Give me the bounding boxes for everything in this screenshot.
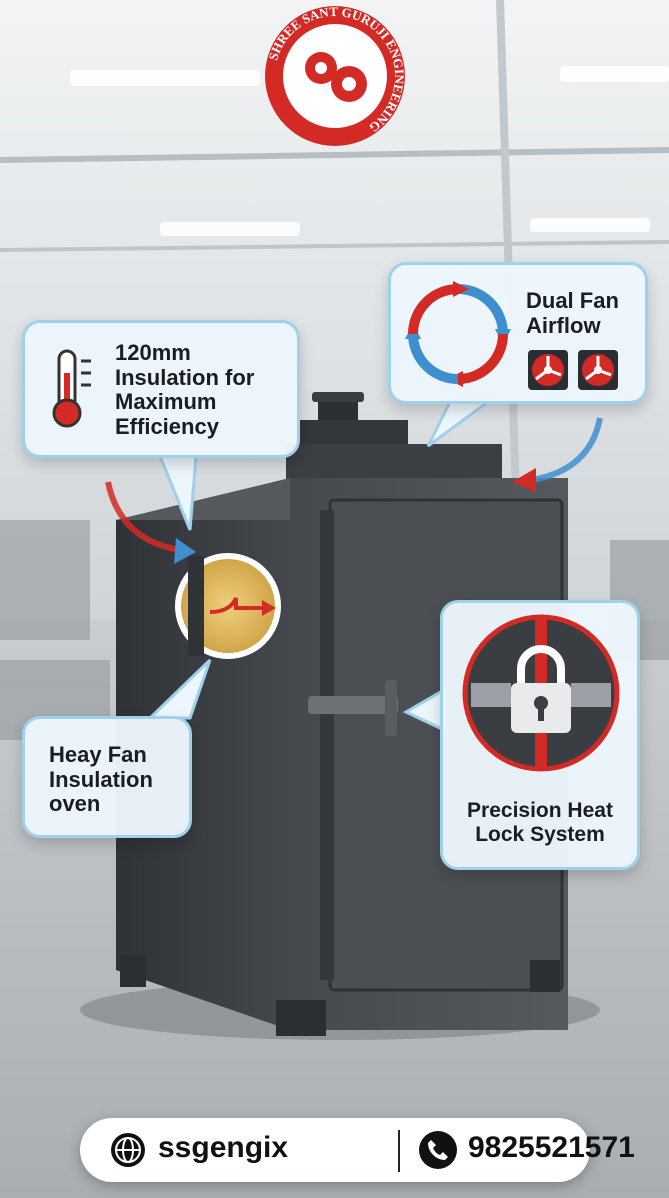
- oven-line-3: oven: [49, 791, 101, 817]
- heat-lock-line-1: Precision Heat: [467, 799, 613, 822]
- heat-lock-callout: Precision Heat Lock System: [440, 600, 640, 870]
- contact-bar: ssgengix 9825521571: [80, 1118, 635, 1182]
- fan-icon: [528, 350, 568, 390]
- heat-lock-line-2: Lock System: [475, 822, 605, 846]
- dual-fan-callout: Dual Fan Airflow: [388, 262, 648, 404]
- divider: [398, 1130, 400, 1172]
- circular-airflow-arrows-icon: [405, 281, 511, 387]
- insulation-line-4: Efficiency: [115, 413, 219, 439]
- oven-line-1: Heay Fan: [49, 742, 147, 767]
- phone-number[interactable]: 9825521571: [468, 1131, 635, 1164]
- dual-fan-line-1: Dual Fan: [526, 288, 619, 313]
- insulation-callout: 120mm Insulation for Maximum Efficiency: [22, 320, 300, 458]
- insulation-line-3: Maximum: [115, 389, 217, 415]
- phone-icon: [419, 1131, 457, 1169]
- fan-icon: [578, 350, 618, 390]
- globe-icon: [111, 1133, 145, 1167]
- oven-callout: Heay Fan Insulation oven: [22, 716, 192, 838]
- social-handle[interactable]: ssgengix: [158, 1131, 289, 1164]
- company-logo: SHREE SANT GURUJI ENGINEERING: [265, 4, 407, 146]
- dual-fan-line-2: Airflow: [526, 312, 601, 338]
- padlock-icon: [462, 614, 620, 772]
- thermometer-icon: [52, 349, 91, 428]
- oven-line-2: Insulation: [49, 766, 153, 792]
- insulation-line-2: Insulation for: [115, 364, 255, 390]
- insulation-line-1: 120mm: [115, 340, 191, 365]
